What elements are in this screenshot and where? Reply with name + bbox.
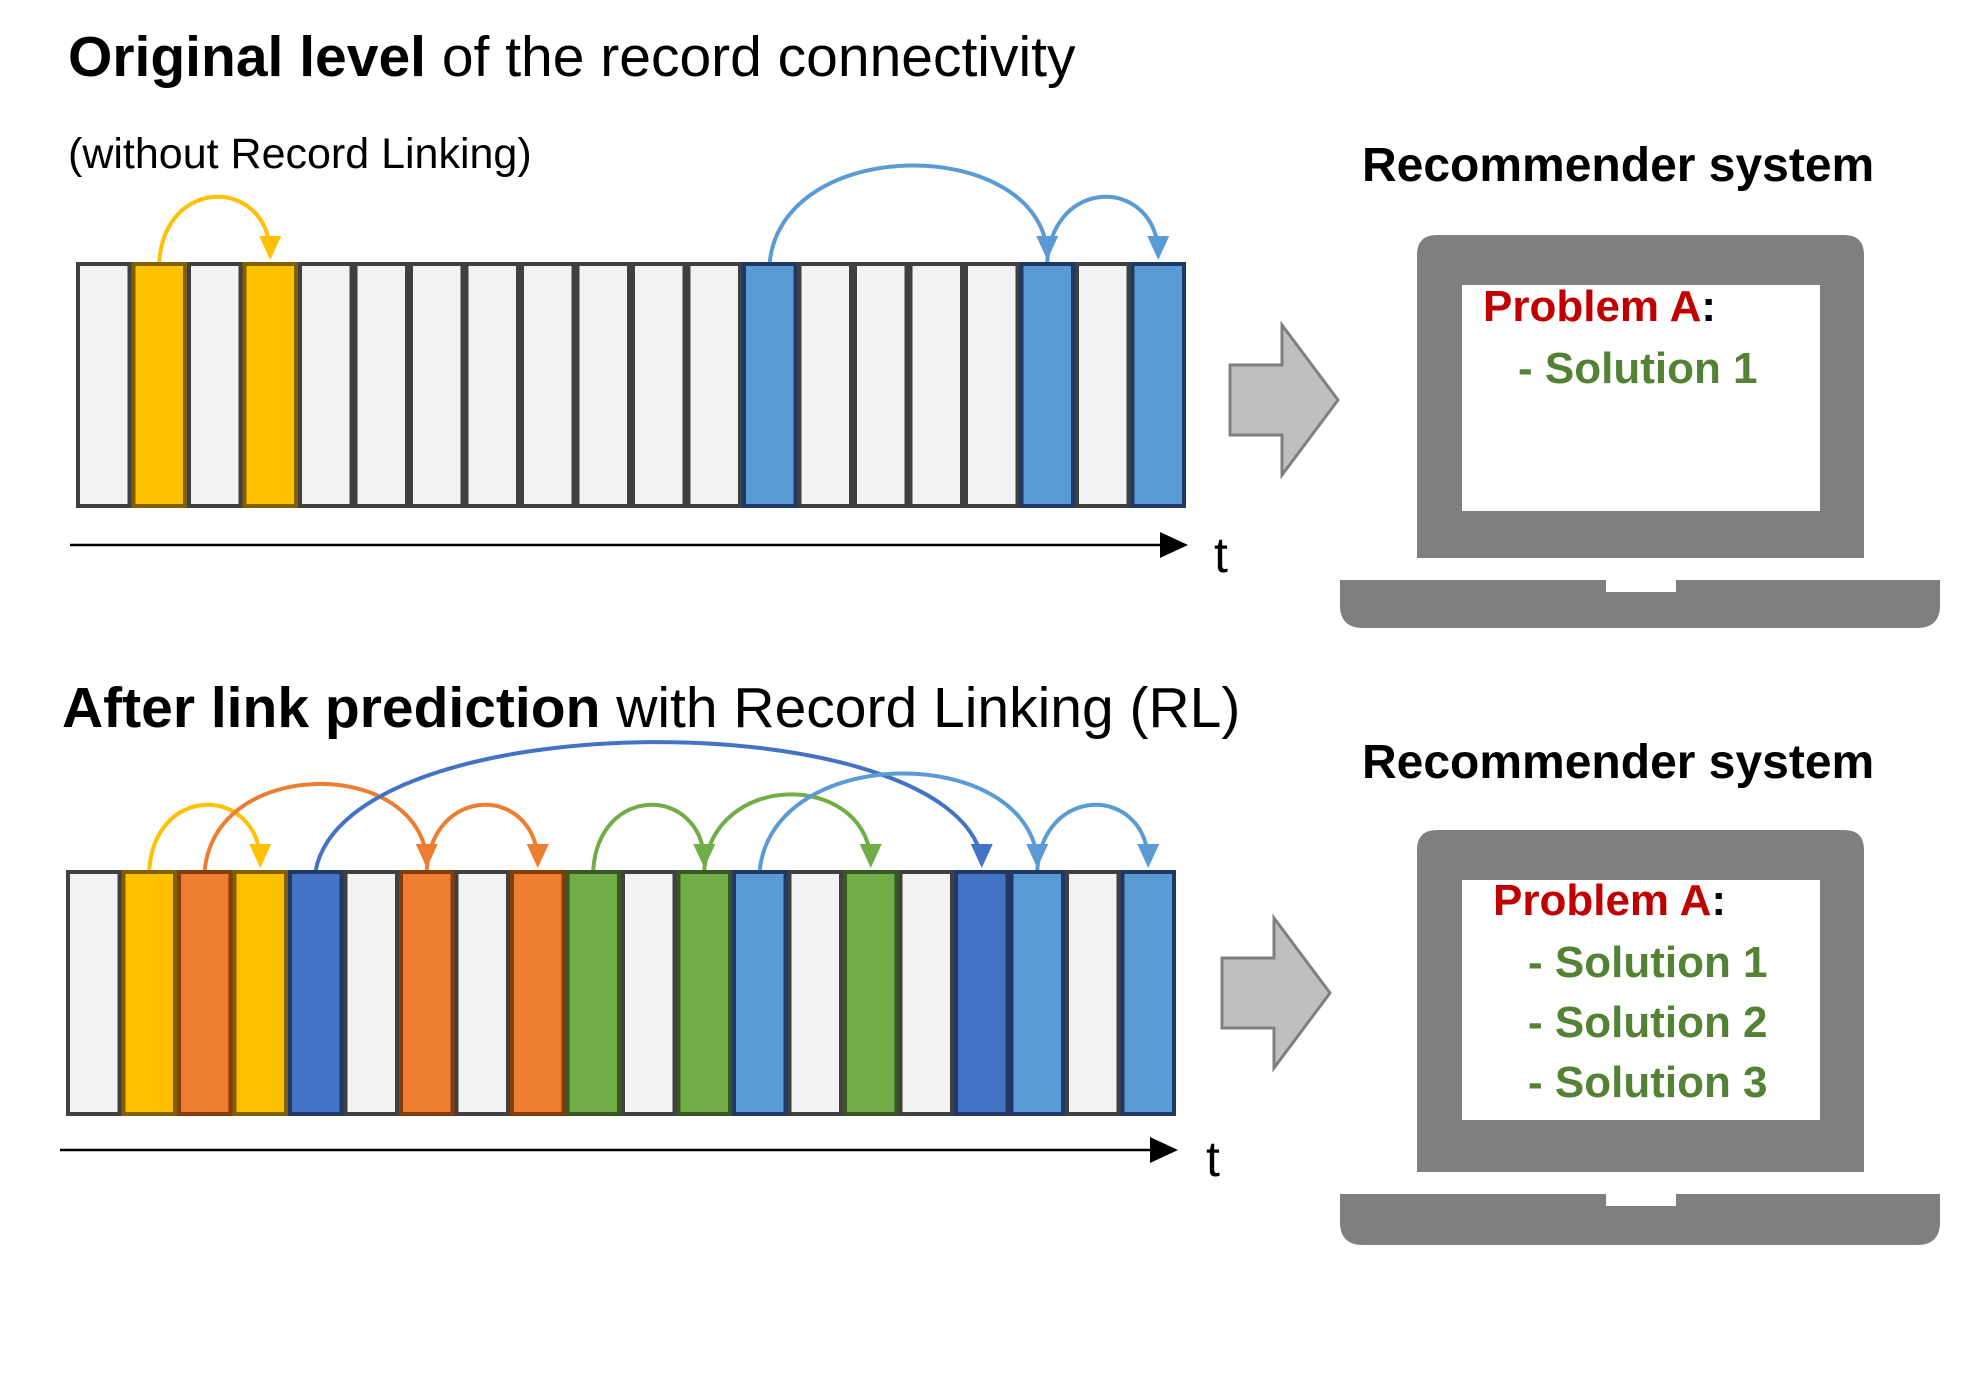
- record-bar: [565, 870, 621, 1116]
- record-bar: [621, 870, 677, 1116]
- section-title-after: After link prediction with Record Linkin…: [62, 675, 1240, 741]
- link-arc: [202, 781, 429, 871]
- title-emphasis: After link prediction: [62, 676, 601, 740]
- problem-name: Problem A: [1493, 876, 1712, 925]
- record-bar: [1019, 262, 1075, 508]
- record-bar: [853, 262, 909, 508]
- link-arcs-original: [157, 163, 1170, 263]
- link-arrowhead: [859, 844, 882, 868]
- problem-colon: :: [1711, 876, 1727, 925]
- record-bar: [232, 870, 288, 1116]
- laptop-screen: [1462, 880, 1820, 1120]
- record-bar: [686, 262, 742, 508]
- section-subtitle: (without Record Linking): [68, 130, 532, 178]
- record-bar: [575, 262, 631, 508]
- link-arc: [757, 771, 1040, 871]
- link-arc: [702, 792, 873, 871]
- record-bar: [1120, 870, 1176, 1116]
- record-bar: [954, 870, 1010, 1116]
- link-arcs-after: [147, 740, 1160, 871]
- record-bar: [131, 262, 187, 508]
- record-bar: [787, 870, 843, 1116]
- record-bar: [454, 870, 510, 1116]
- record-bar: [742, 262, 798, 508]
- solution-item: - Solution 1: [1528, 938, 1768, 987]
- record-bar: [631, 262, 687, 508]
- link-arc: [147, 802, 263, 871]
- record-bar: [66, 870, 122, 1116]
- record-bar: [797, 262, 853, 508]
- solution-item: - Solution 3: [1528, 1058, 1768, 1107]
- title-rest: with Record Linking (RL): [600, 676, 1241, 740]
- problem-label: Problem A:: [1483, 282, 1716, 332]
- link-arrowhead: [249, 844, 272, 868]
- record-bar: [399, 870, 455, 1116]
- laptop-screen: [1462, 285, 1820, 511]
- link-arrowhead: [1137, 844, 1160, 868]
- right-arrow-icon: [1228, 320, 1340, 480]
- solution-item: - Solution 1: [1518, 344, 1758, 393]
- time-axis-original: [70, 532, 1188, 558]
- problem-label: Problem A:: [1493, 876, 1726, 926]
- record-bar: [288, 870, 344, 1116]
- link-arc: [591, 802, 707, 871]
- record-bar: [464, 262, 520, 508]
- link-arc: [1035, 802, 1151, 871]
- record-strip-after: [66, 870, 1176, 1116]
- record-bar: [242, 262, 298, 508]
- link-arrowhead: [970, 844, 993, 868]
- link-arc: [313, 740, 984, 871]
- record-strip-original: [76, 262, 1186, 508]
- section-title-original: Original level of the record connectivit…: [68, 24, 1075, 90]
- solution-item: - Solution 2: [1528, 998, 1768, 1047]
- record-bar: [343, 870, 399, 1116]
- record-bar: [76, 262, 132, 508]
- record-bar: [1075, 262, 1131, 508]
- record-bar: [520, 262, 576, 508]
- record-bar: [1009, 870, 1065, 1116]
- record-bar: [732, 870, 788, 1116]
- record-bar: [510, 870, 566, 1116]
- link-arrowhead: [259, 236, 282, 260]
- record-bar: [177, 870, 233, 1116]
- record-bar: [1065, 870, 1121, 1116]
- link-arrowhead: [526, 844, 549, 868]
- link-arc: [424, 802, 540, 871]
- record-bar: [298, 262, 354, 508]
- record-bar: [908, 262, 964, 508]
- axis-label-t: t: [1206, 1131, 1220, 1187]
- record-bar: [121, 870, 177, 1116]
- record-bar: [187, 262, 243, 508]
- time-axis-after: [60, 1137, 1178, 1163]
- record-bar: [676, 870, 732, 1116]
- right-arrow-icon: [1220, 913, 1332, 1073]
- link-arc: [767, 163, 1050, 263]
- record-bar: [1130, 262, 1186, 508]
- record-bar: [898, 870, 954, 1116]
- recommender-label: Recommender system: [1362, 139, 1875, 192]
- record-bar: [409, 262, 465, 508]
- link-arc: [157, 194, 273, 263]
- recommender-label: Recommender system: [1362, 736, 1875, 789]
- record-bar: [353, 262, 409, 508]
- problem-colon: :: [1701, 282, 1717, 331]
- link-arrowhead: [1147, 236, 1170, 260]
- title-rest: of the record connectivity: [425, 25, 1076, 89]
- record-bar: [964, 262, 1020, 508]
- title-emphasis: Original level: [68, 25, 426, 89]
- problem-name: Problem A: [1483, 282, 1702, 331]
- link-arc: [1045, 194, 1161, 263]
- record-bar: [843, 870, 899, 1116]
- axis-label-t: t: [1214, 527, 1228, 583]
